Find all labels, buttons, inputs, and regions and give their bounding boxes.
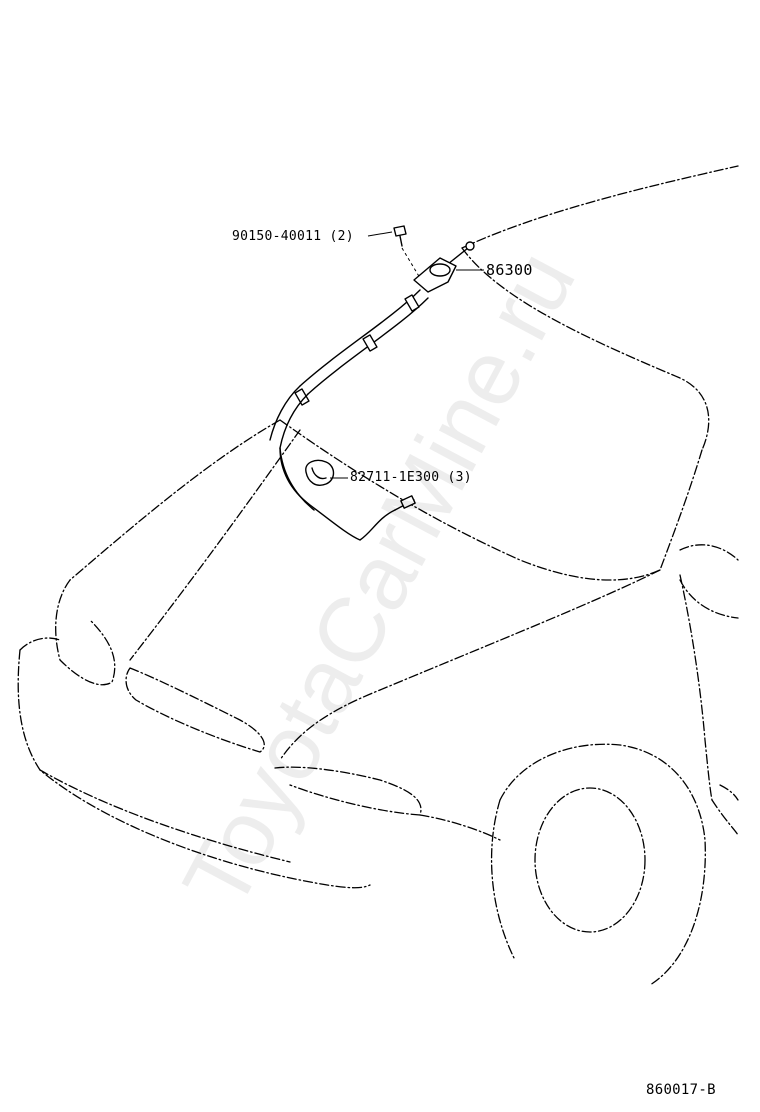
- car-body-outline: [17, 165, 739, 986]
- leader-lines: [330, 231, 484, 479]
- callout-clamp-part-number: 82711-1E300 (3): [350, 470, 472, 485]
- callout-bolt-part-number: 90150-40011 (2): [232, 229, 354, 244]
- figure-id: 860017-B: [646, 1082, 716, 1098]
- callout-antenna-part-number: 86300: [486, 261, 533, 279]
- antenna-assembly: [269, 225, 475, 541]
